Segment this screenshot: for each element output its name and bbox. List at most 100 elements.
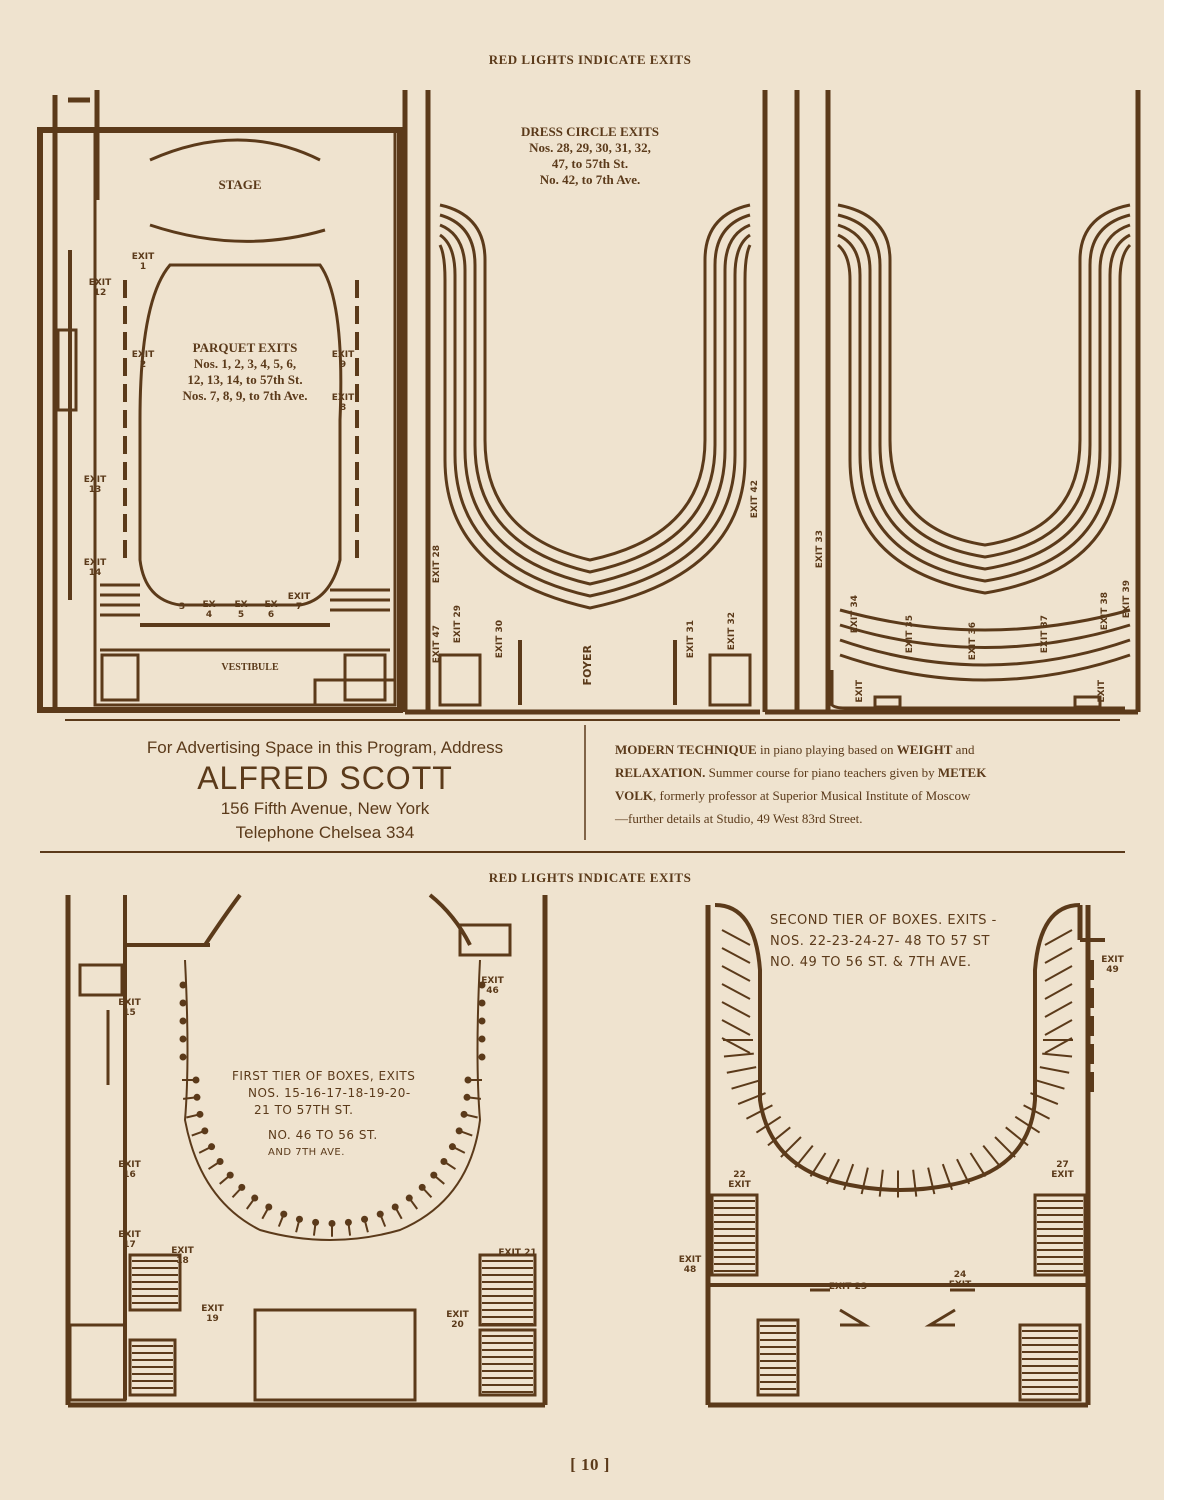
ad-text-2: and [952,742,974,757]
second-tier-box-tick [1030,1093,1057,1104]
box-marker-dot [430,1172,437,1179]
second-tier-box-tick [880,1170,883,1197]
dress-exit-42: EXIT 42 [750,480,760,518]
second-tier-box-tick [722,930,750,945]
box-marker-dot [392,1204,399,1211]
box-marker-dot [361,1216,368,1223]
box-marker-dot [479,1000,486,1007]
box-marker-dot [208,1143,215,1150]
parquet-exit-1: EXIT 1 [128,252,158,272]
balcony-exit-left: EXIT [855,680,865,703]
second-tier-box-tick [1045,1002,1072,1017]
dress-exit-47: EXIT 47 [432,625,442,663]
box-marker-dot [265,1204,272,1211]
first-tier-exit-18: EXIT 18 [165,1246,200,1266]
box-marker-dot [456,1127,463,1134]
parquet-exits-line-3: Nos. 7, 8, 9, to 7th Ave. [135,388,355,403]
box-marker-dot [464,1094,471,1101]
second-tier-box-tick [722,984,750,999]
ad-metek: METEK [938,765,986,780]
second-tier-box-tick [1006,1127,1028,1145]
second-tier-line-1: SECOND TIER OF BOXES. EXITS - [770,910,1070,931]
second-tier-box-tick [722,1002,750,1017]
paper-edge [1164,0,1188,1500]
dress-exit-31: EXIT 31 [686,620,696,658]
balcony-exit-36: EXIT 36 [968,622,978,660]
ad-address: 156 Fifth Avenue, New York [70,797,580,821]
ad-phone: Telephone Chelsea 334 [70,821,580,845]
second-tier-box-tick [971,1153,986,1176]
first-tier-line-1: FIRST TIER OF BOXES, EXITS [232,1068,452,1085]
second-tier-box-tick [756,1117,780,1133]
dress-circle-line-1: Nos. 28, 29, 30, 31, 32, [480,140,700,155]
first-tier-exit-15: EXIT 15 [112,998,147,1018]
parquet-exit-13: EXIT 13 [80,475,110,495]
parquet-exit-12: EXIT 12 [85,278,115,298]
ad-line-1: For Advertising Space in this Program, A… [70,737,580,759]
box-marker-dot [180,1054,187,1061]
box-marker-dot [196,1111,203,1118]
balcony-exit-38: EXIT 38 [1100,592,1110,630]
second-tier-box-tick [995,1137,1015,1157]
second-tier-box-tick [732,1080,761,1088]
page-number: [ 10 ] [520,1455,660,1475]
box-marker-dot [180,1000,187,1007]
dress-circle-line-3: No. 42, to 7th Ave. [480,172,700,187]
second-tier-box-tick [738,1093,765,1104]
ad-text-4: , formerly professor at Superior Musical… [653,788,970,803]
second-tier-box-tick [746,1105,772,1119]
box-marker-dot [217,1158,224,1165]
first-tier-exit-17: EXIT 17 [112,1230,147,1250]
dress-exit-28: EXIT 28 [432,545,442,583]
second-tier-box-tick [724,1054,754,1057]
second-tier-box-tick [768,1127,790,1145]
parquet-exits-title: PARQUET EXITS [145,340,345,355]
box-marker-dot [201,1127,208,1134]
second-tier-exit-49: EXIT 49 [1095,955,1130,975]
dress-exit-29: EXIT 29 [453,605,463,643]
second-tier-box-tick [957,1159,969,1184]
box-marker-dot [238,1184,245,1191]
parquet-exit-5: EX 5 [230,600,252,620]
first-tier-line-3: 21 TO 57TH ST. [232,1102,452,1119]
second-tier-box-tick [722,1020,750,1035]
first-tier-exit-21: EXIT 21 [490,1248,545,1258]
ad-volk: VOLK [615,788,653,803]
dress-circle-line-2: 47, to 57th St. [480,156,700,171]
box-marker-dot [296,1216,303,1223]
second-tier-box-tick [1015,1117,1039,1133]
box-marker-dot [419,1184,426,1191]
second-tier-box-tick [928,1168,934,1194]
ad-text-1: in piano playing based on [757,742,897,757]
box-marker-dot [180,1036,187,1043]
first-tier-line-5: AND 7TH AVE. [232,1144,452,1161]
parquet-exit-7: EXIT 7 [285,592,313,612]
second-tier-exit-22: 22 EXIT [722,1170,757,1190]
box-marker-dot [479,1036,486,1043]
box-marker-dot [329,1220,336,1227]
advertising-box: For Advertising Space in this Program, A… [70,737,580,845]
parquet-exit-14: EXIT 14 [80,558,110,578]
parquet-exit-2: EXIT 2 [128,350,158,370]
box-marker-dot [461,1111,468,1118]
second-tier-box-tick [913,1170,916,1197]
second-tier-box-tick [727,1067,756,1073]
dress-exit-32: EXIT 32 [727,612,737,650]
second-tier-box-tick [1024,1105,1050,1119]
second-tier-line-3: NO. 49 TO 56 ST. & 7TH AVE. [770,952,1070,973]
box-marker-dot [193,1094,200,1101]
header-mid: RED LIGHTS INDICATE EXITS [420,870,760,886]
foyer-label: FOYER [581,645,594,685]
second-tier-line-2: NOS. 22-23-24-27- 48 TO 57 ST [770,931,1070,952]
box-marker-dot [280,1211,287,1218]
parquet-exit-8: EXIT 8 [328,393,358,413]
balcony-exit-34: EXIT 34 [850,595,860,633]
second-tier-box-tick [943,1164,952,1190]
stage-label: STAGE [195,177,285,192]
second-tier-exit-27: 27 EXIT [1045,1160,1080,1180]
dress-circle-title: DRESS CIRCLE EXITS [480,124,700,139]
second-tier-box-tick [983,1146,1001,1168]
header-top: RED LIGHTS INDICATE EXITS [420,52,760,68]
first-tier-exit-19: EXIT 19 [195,1304,230,1324]
ad-name: ALFRED SCOTT [70,759,580,797]
